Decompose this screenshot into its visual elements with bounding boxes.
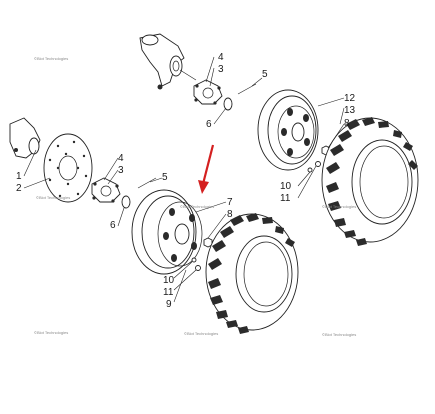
callout-4-upper: 4 (218, 52, 224, 63)
callout-3-upper: 3 (218, 64, 224, 75)
callout-3-lower: 3 (118, 165, 124, 176)
upper-hub (193, 79, 223, 105)
svg-text:©Blot Technologies: ©Blot Technologies (36, 195, 70, 200)
svg-text:©Blot Technologies: ©Blot Technologies (322, 332, 356, 337)
lower-knuckle-assembly (9, 117, 41, 159)
lower-stud (137, 177, 157, 189)
lower-washer (121, 195, 131, 209)
svg-text:©Blot Technologies: ©Blot Technologies (34, 330, 68, 335)
callout-1: 1 (16, 171, 22, 182)
callout-5-upper: 5 (262, 69, 268, 80)
callout-13: 13 (344, 105, 356, 116)
callout-8-upper: 8 (344, 118, 350, 129)
callout-11-lower: 11 (163, 287, 174, 298)
callout-12: 12 (344, 93, 356, 104)
callout-6-upper: 6 (206, 119, 212, 130)
callout-4-lower: 4 (118, 153, 124, 164)
upper-stud (237, 83, 257, 95)
lower-valve-stem (195, 265, 201, 271)
upper-valve-stem (315, 161, 321, 167)
lower-valve-cap (191, 257, 197, 263)
upper-knuckle-assembly (139, 33, 197, 90)
callout-9: 9 (166, 299, 172, 310)
upper-tire (321, 117, 419, 246)
svg-text:©Blot Technologies: ©Blot Technologies (322, 204, 356, 209)
upper-rim (257, 89, 319, 171)
svg-text:©Blot Technologies: ©Blot Technologies (34, 56, 68, 61)
red-arrow-icon (198, 144, 215, 194)
watermarks: ©Blot Technologies ©Blot Technologies ©B… (34, 56, 356, 337)
svg-text:©Blot Technologies: ©Blot Technologies (180, 204, 214, 209)
callout-10-upper: 10 (280, 181, 292, 192)
brake-disc (43, 133, 93, 203)
upper-valve-cap (307, 167, 313, 173)
callout-10-lower: 10 (163, 275, 175, 286)
upper-washer (223, 97, 233, 111)
leader-lines (23, 56, 345, 303)
callout-7: 7 (227, 197, 233, 208)
callout-5-lower: 5 (162, 172, 168, 183)
callout-2: 2 (16, 183, 22, 194)
lower-rim (131, 189, 203, 275)
lower-tire (205, 213, 299, 334)
svg-text:©Blot Technologies: ©Blot Technologies (184, 331, 218, 336)
callout-11-upper: 11 (280, 193, 291, 204)
callout-8-lower: 8 (227, 209, 233, 220)
callout-6-lower: 6 (110, 220, 116, 231)
lower-hub (91, 177, 121, 203)
